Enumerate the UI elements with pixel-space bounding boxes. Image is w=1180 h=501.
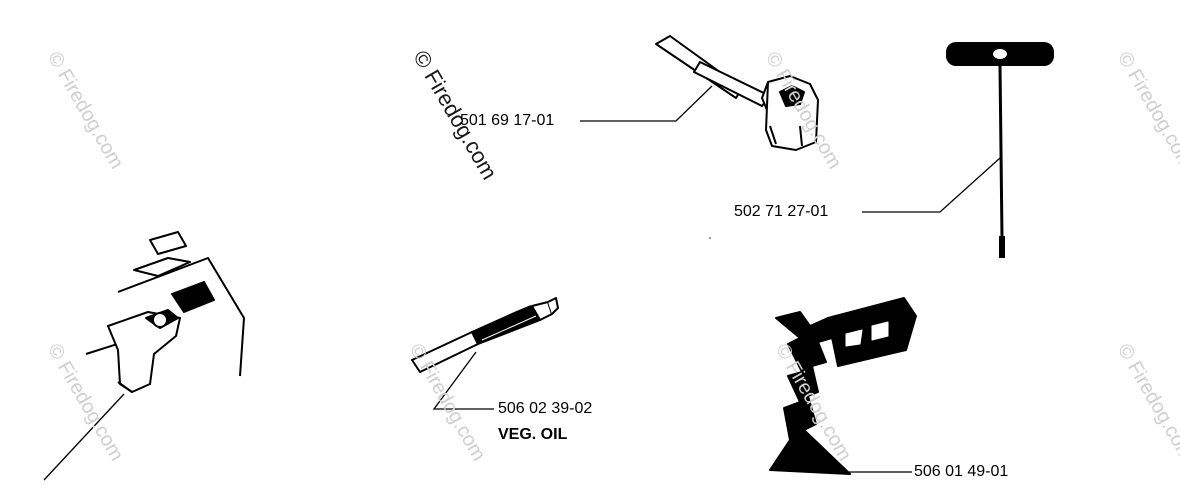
t-handle-torx-key-icon	[946, 42, 1054, 258]
leader-line-506-02-39-02	[432, 351, 494, 410]
part-number-label: 502 71 27-01	[734, 203, 829, 220]
file-gauge-icon	[769, 297, 917, 475]
combination-spanner-screwdriver-icon	[655, 35, 819, 151]
leader-line-502-71-27-01	[862, 157, 1001, 213]
speck	[709, 237, 711, 239]
leader-line-501-69-17-01	[580, 85, 713, 122]
part-number-label: 506 02 39-02	[498, 400, 593, 417]
leader-line-506-01-49-01	[805, 431, 912, 473]
part-note-label: VEG. OIL	[498, 426, 568, 443]
part-number-label: 506 01 49-01	[914, 463, 1009, 480]
part-number-label: 501 69 17-01	[460, 112, 555, 129]
leader-line-oil-cap	[43, 393, 125, 481]
oil-cap-assembly-icon	[85, 231, 245, 393]
grease-gun-icon	[411, 297, 559, 373]
